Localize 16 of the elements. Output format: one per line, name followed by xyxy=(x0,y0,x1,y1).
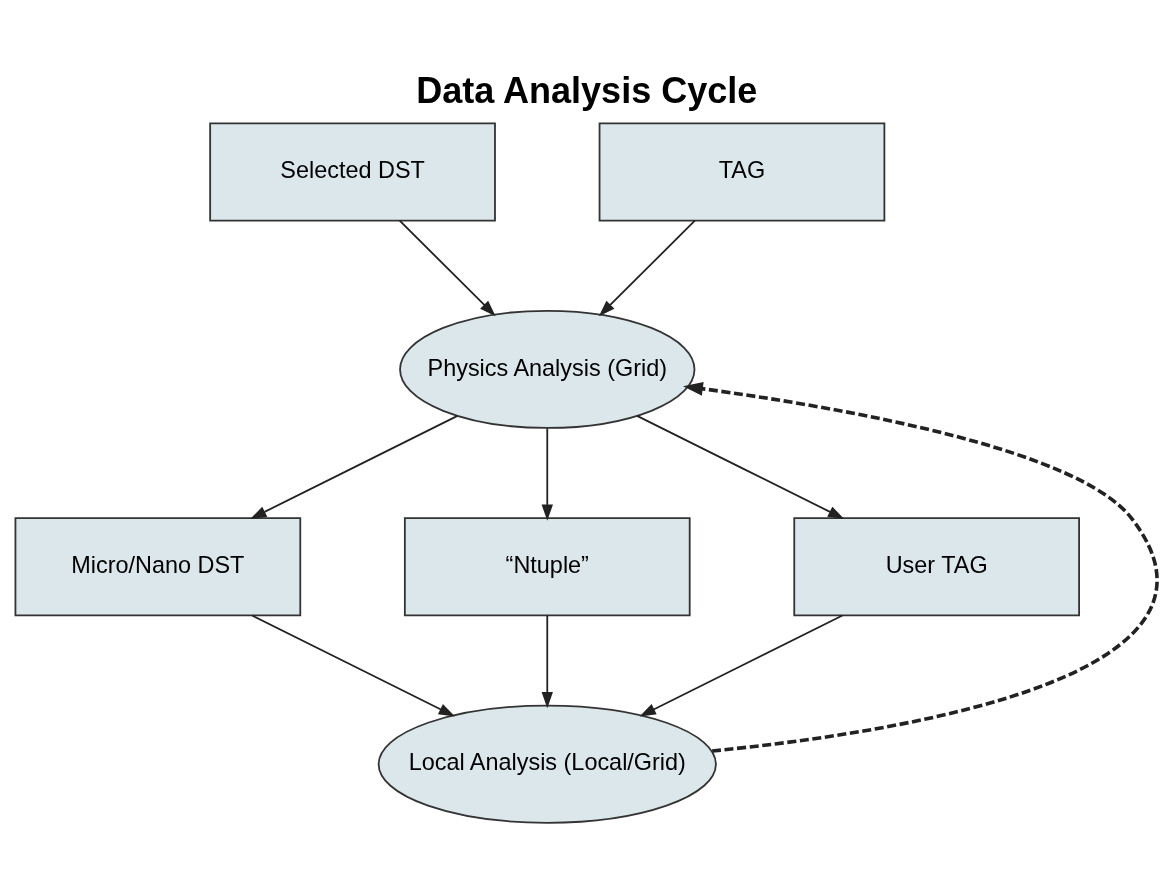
arrow xyxy=(541,614,553,709)
node-ellipse: Physics Analysis (Grid) xyxy=(399,309,696,429)
node-box: TAG xyxy=(598,122,886,222)
diagram-title: Data Analysis Cycle xyxy=(416,70,758,112)
arrow xyxy=(636,415,845,520)
arrow xyxy=(250,415,459,520)
node-box: Micro/Nano DST xyxy=(14,517,302,617)
arrow xyxy=(251,614,455,717)
arrow xyxy=(639,614,844,717)
node-box: “Ntuple” xyxy=(403,517,691,617)
node-box: Selected DST xyxy=(209,122,496,222)
arrow xyxy=(683,381,1159,753)
arrow xyxy=(598,219,696,317)
arrow xyxy=(541,427,553,521)
arrow xyxy=(398,219,496,317)
node-box: User TAG xyxy=(793,517,1080,617)
